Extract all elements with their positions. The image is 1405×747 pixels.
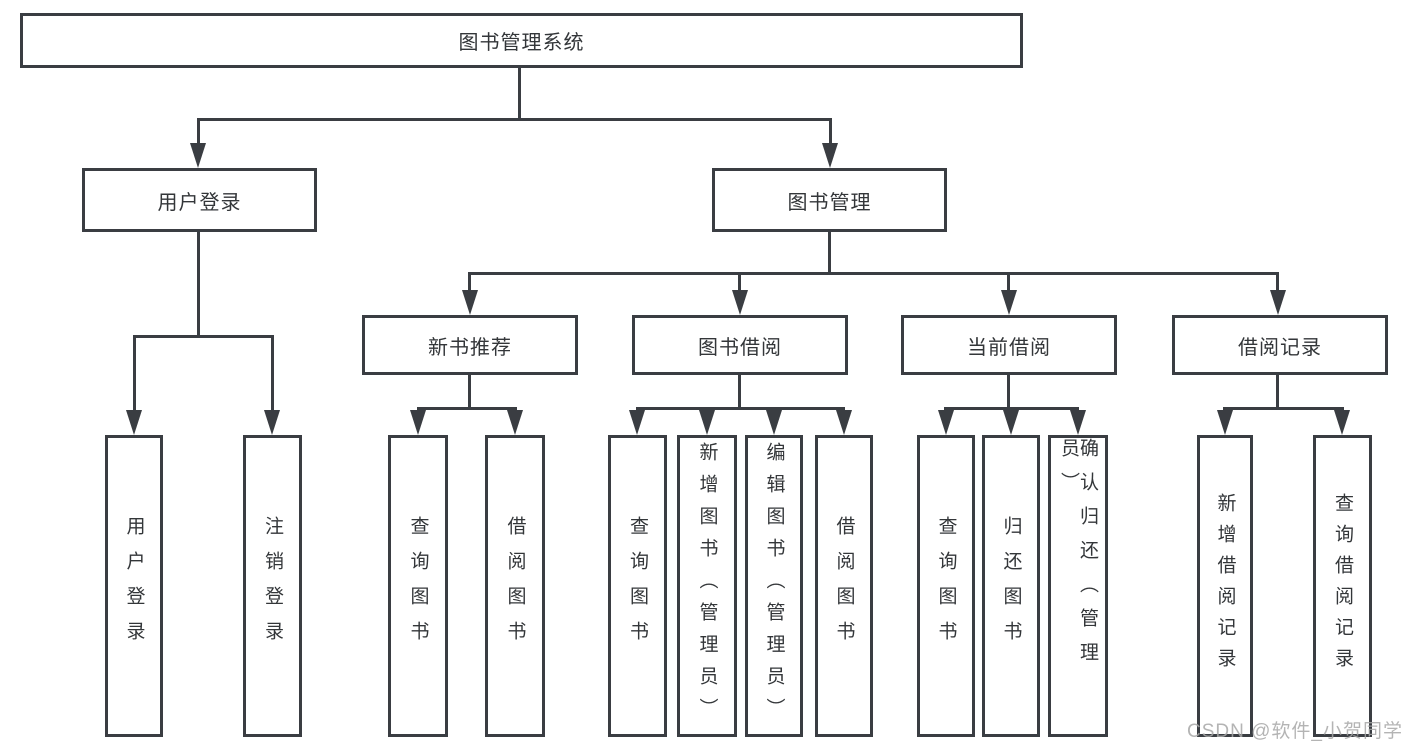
leaf-nb-query-books: 查询图书 [388, 435, 448, 737]
arrowhead-new-book-recommend [462, 290, 478, 315]
leaf-bb-borrow-books: 借阅图书 [815, 435, 873, 737]
csdn-watermark: CSDN @软件_小贺同学 [1187, 721, 1403, 742]
connector-level1-bracket [197, 118, 832, 121]
node-book-borrow: 图书借阅 [632, 315, 848, 375]
arrowhead-book-borrow [732, 290, 748, 315]
leaf-nb-borrow-books-label: 借阅图书 [504, 516, 526, 656]
leaf-cb-return-books-label: 归还图书 [1000, 516, 1022, 656]
leaf-br-add-record: 新增借阅记录 [1197, 435, 1253, 737]
arrowhead-bb-add [699, 410, 715, 435]
arrowhead-cb-query [938, 410, 954, 435]
connector-to-new-book-recommend [468, 272, 471, 292]
connector-bb-bracket [636, 407, 845, 410]
arrowhead-bb-borrow [836, 410, 852, 435]
arrowhead-bb-edit [766, 410, 782, 435]
leaf-bb-edit-books-admin-label: 编辑图书（管理员） [763, 442, 785, 730]
connector-level2-bracket [468, 272, 1279, 275]
leaf-cb-query-books-label: 查询图书 [935, 516, 957, 656]
leaf-cb-confirm-return-admin-label: 确认归还（管理员） [1058, 438, 1098, 676]
leaf-bb-add-books-admin: 新增图书（管理员） [677, 435, 737, 737]
connector-user-login-bracket [133, 335, 274, 338]
arrowhead-cb-confirm [1070, 410, 1086, 435]
connector-to-book-management [829, 118, 832, 145]
arrowhead-nb-query [410, 410, 426, 435]
connector-to-book-borrow [738, 272, 741, 292]
node-book-borrow-label: 图书借阅 [698, 336, 782, 359]
leaf-bb-edit-books-admin: 编辑图书（管理员） [745, 435, 803, 737]
node-book-management: 图书管理 [712, 168, 947, 232]
connector-book-borrow-drop [738, 375, 741, 407]
node-new-book-recommend: 新书推荐 [362, 315, 578, 375]
connector-borrow-records-drop [1276, 375, 1279, 407]
connector-new-book-recommend-drop [468, 375, 471, 407]
leaf-cb-confirm-return-admin: 确认归还（管理员） [1048, 435, 1108, 737]
node-user-login: 用户登录 [82, 168, 317, 232]
leaf-cb-return-books: 归还图书 [982, 435, 1040, 737]
arrowhead-current-borrow [1001, 290, 1017, 315]
connector-book-management-drop [828, 232, 831, 272]
node-book-management-label: 图书管理 [787, 191, 872, 214]
leaf-br-query-record-label: 查询借阅记录 [1332, 493, 1353, 679]
arrowhead-borrow-records [1270, 290, 1286, 315]
connector-current-borrow-drop [1007, 375, 1010, 407]
connector-root-drop [518, 68, 521, 118]
node-root: 图书管理系统 [20, 13, 1023, 68]
connector-to-borrow-records [1276, 272, 1279, 292]
leaf-user-login-label: 用户登录 [123, 516, 145, 656]
node-current-borrow-label: 当前借阅 [967, 336, 1051, 359]
leaf-bb-query-books-label: 查询图书 [627, 516, 648, 656]
leaf-logout-label: 注销登录 [262, 516, 283, 656]
connector-br-bracket [1223, 407, 1344, 410]
leaf-bb-add-books-admin-label: 新增图书（管理员） [696, 442, 718, 730]
leaf-cb-query-books: 查询图书 [917, 435, 975, 737]
arrowhead-user-login [190, 143, 206, 168]
node-borrow-records-label: 借阅记录 [1238, 336, 1322, 359]
leaf-bb-query-books: 查询图书 [608, 435, 667, 737]
leaf-user-login: 用户登录 [105, 435, 163, 737]
arrowhead-br-query [1334, 410, 1350, 435]
connector-to-current-borrow [1007, 272, 1010, 292]
connector-to-leaf-user-login [133, 335, 136, 413]
node-borrow-records: 借阅记录 [1172, 315, 1388, 375]
connector-nb-bracket [417, 407, 517, 410]
arrowhead-nb-borrow [507, 410, 523, 435]
leaf-nb-query-books-label: 查询图书 [407, 516, 429, 656]
arrowhead-leaf-logout [264, 410, 280, 435]
leaf-logout: 注销登录 [243, 435, 302, 737]
arrowhead-book-management [822, 143, 838, 168]
leaf-nb-borrow-books: 借阅图书 [485, 435, 545, 737]
node-root-label: 图书管理系统 [458, 32, 585, 54]
connector-user-login-drop [197, 232, 200, 335]
connector-to-leaf-logout [271, 335, 274, 413]
arrowhead-bb-query [629, 410, 645, 435]
arrowhead-leaf-user-login [126, 410, 142, 435]
leaf-br-query-record: 查询借阅记录 [1313, 435, 1372, 737]
leaf-bb-borrow-books-label: 借阅图书 [833, 516, 855, 656]
leaf-br-add-record-label: 新增借阅记录 [1214, 493, 1236, 679]
node-current-borrow: 当前借阅 [901, 315, 1117, 375]
arrowhead-cb-return [1003, 410, 1019, 435]
arrowhead-br-add [1217, 410, 1233, 435]
connector-to-user-login [197, 118, 200, 145]
node-user-login-label: 用户登录 [157, 191, 242, 214]
node-new-book-recommend-label: 新书推荐 [428, 336, 512, 359]
